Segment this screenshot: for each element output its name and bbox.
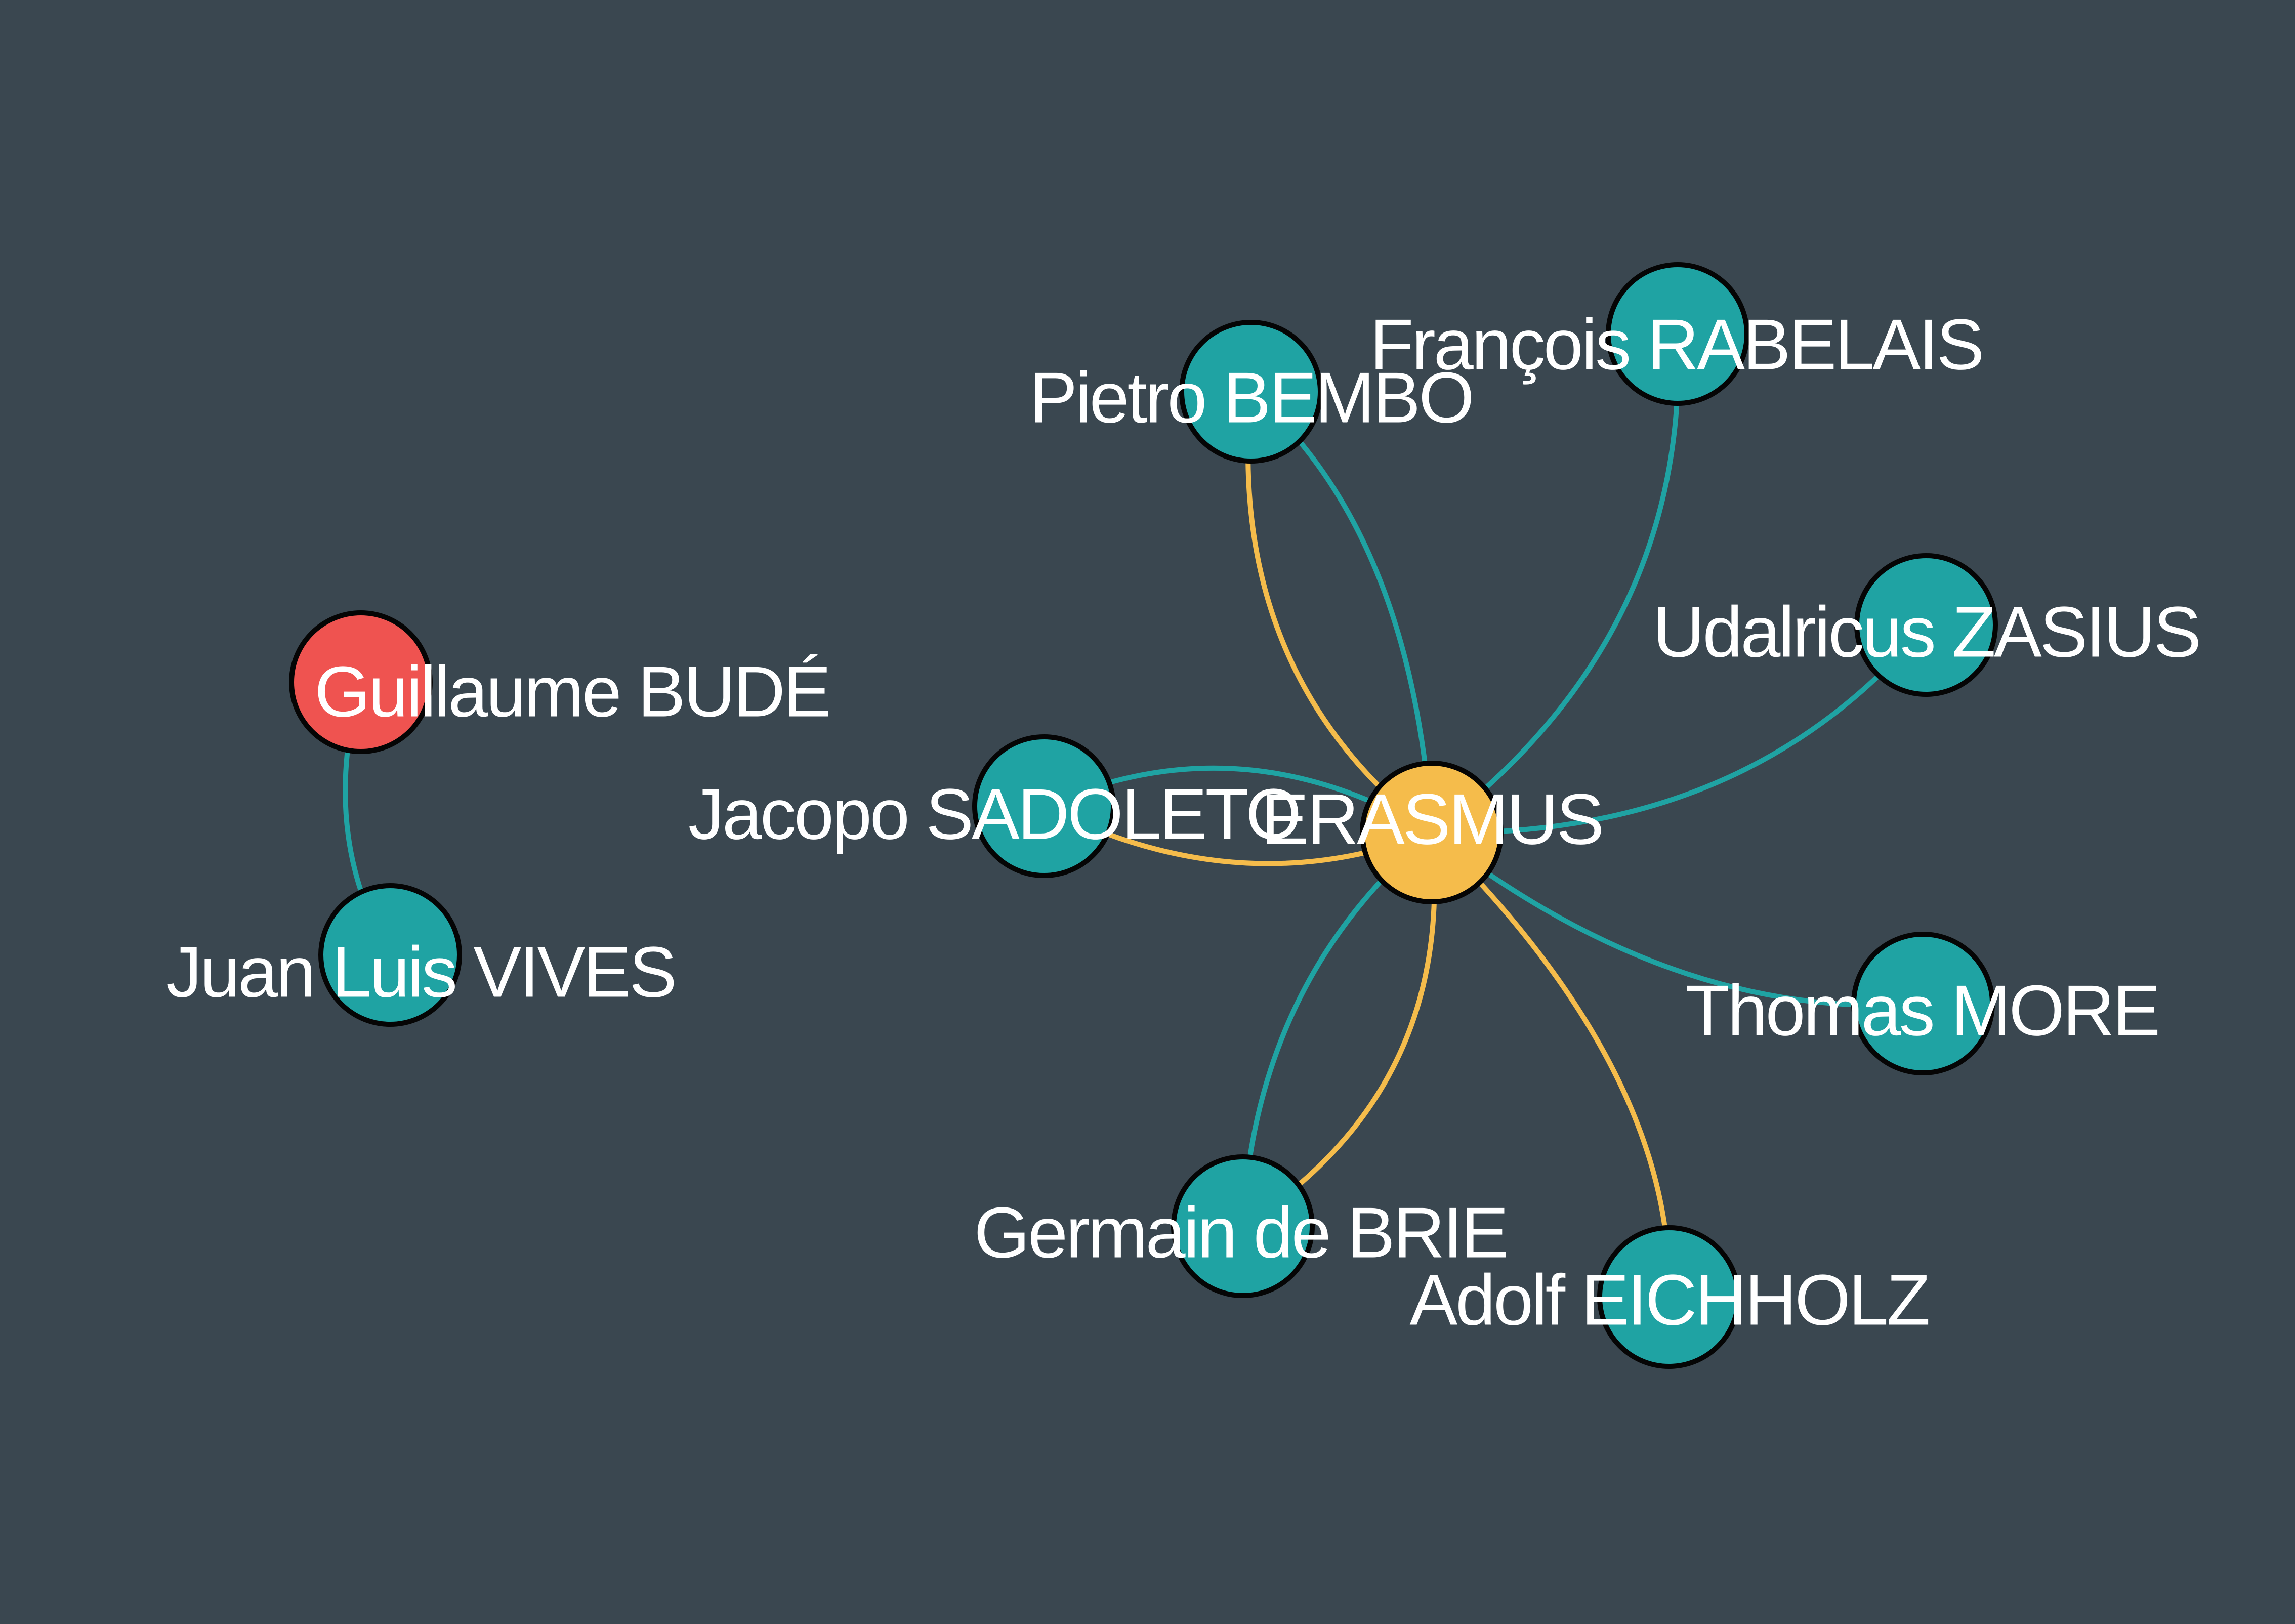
node-label-more: Thomas MORE <box>1686 971 2158 1051</box>
edge-zasius-erasmus <box>1431 623 1928 836</box>
edge-erasmus-more <box>1430 830 1924 1008</box>
node-erasmus[interactable] <box>1360 761 1504 904</box>
node-bembo[interactable] <box>1179 320 1323 464</box>
node-label-zasius: Udalricus ZASIUS <box>1653 592 2199 673</box>
labels-layer: Guillaume BUDÉ Juan Luis VIVES ERASMUSJaco… <box>166 305 2201 1341</box>
node-label-vives: Juan Luis VIVES <box>166 932 675 1013</box>
node-vives[interactable] <box>318 883 462 1027</box>
node-more[interactable] <box>1851 932 1995 1075</box>
edge-rabelais-erasmus <box>1430 334 1681 835</box>
node-eichholz[interactable] <box>1597 1225 1741 1369</box>
node-label-bembo: Pietro BEMBO <box>1029 358 1472 438</box>
node-label-bude: Guillaume BUDÉ <box>314 652 829 732</box>
nodes-layer <box>289 262 1998 1369</box>
node-sadoleto[interactable] <box>972 734 1116 878</box>
node-zasius[interactable] <box>1854 553 1998 697</box>
node-label-erasmus: ERASMUS <box>1261 779 1602 860</box>
node-label-sadoleto: Jacopo SADOLETO <box>688 774 1300 855</box>
node-bude[interactable] <box>289 610 433 754</box>
node-label-brie: Germain de BRIE <box>974 1193 1507 1273</box>
node-label-rabelais: François RABELAIS <box>1370 305 1983 385</box>
edge-erasmus-bembo <box>1245 391 1434 835</box>
node-rabelais[interactable] <box>1606 262 1749 406</box>
node-label-eichholz: Adolf EICHHOLZ <box>1409 1260 1928 1341</box>
node-brie[interactable] <box>1171 1154 1315 1298</box>
